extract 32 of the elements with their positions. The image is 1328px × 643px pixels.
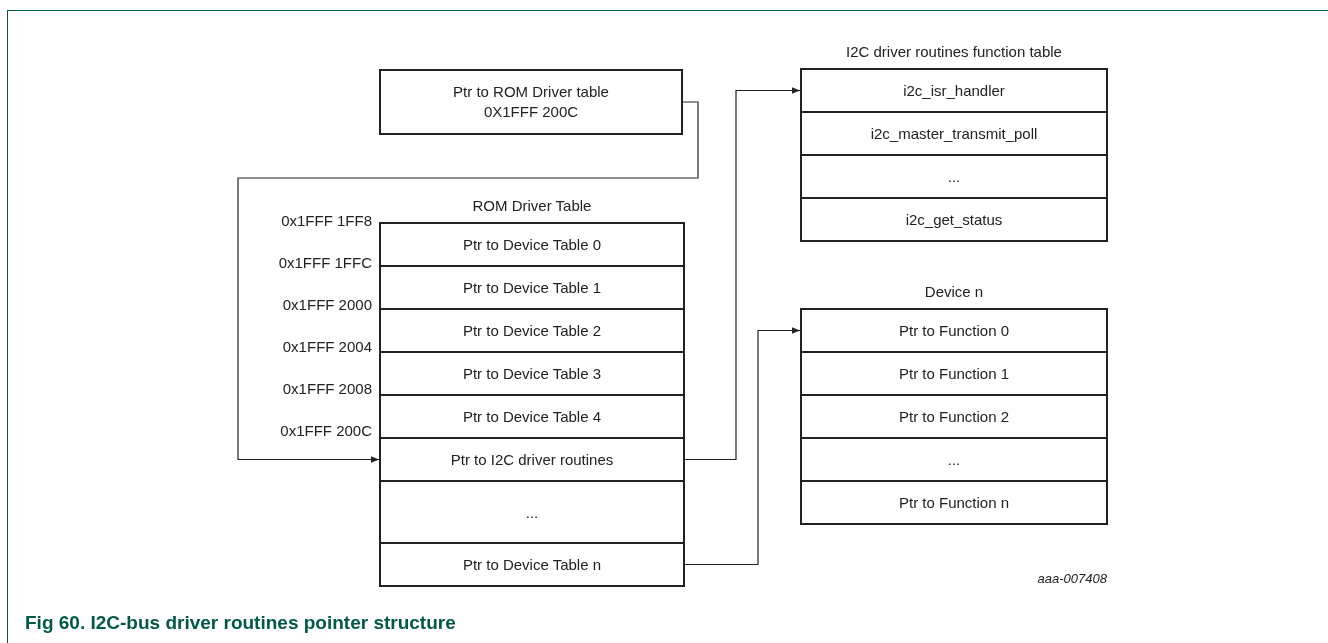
table-row: Ptr to Function 0 <box>800 308 1108 353</box>
table-row: i2c_isr_handler <box>800 68 1108 113</box>
table-row: Ptr to Function 1 <box>800 351 1108 396</box>
table-row: Ptr to Device Table 1 <box>379 265 685 310</box>
figure-id: aaa-007408 <box>1037 571 1107 586</box>
table-row: Ptr to Device Table 0 <box>379 222 685 267</box>
table-row: Ptr to I2C driver routines <box>379 437 685 482</box>
address-label: 0x1FFF 2000 <box>282 296 372 313</box>
figure-caption: Fig 60. I2C-bus driver routines pointer structure <box>25 612 456 634</box>
arrow <box>684 87 801 461</box>
table-row: Ptr to Function 2 <box>800 394 1108 439</box>
table-row: i2c_master_transmit_poll <box>800 111 1108 156</box>
table-row: Ptr to Device Table 3 <box>379 351 685 396</box>
address-label: 0x1FFF 1FF8 <box>281 212 372 229</box>
pointer-box: Ptr to ROM Driver table 0X1FFF 200C <box>379 69 683 135</box>
table-heading: I2C driver routines function table <box>845 42 1063 62</box>
arrow <box>237 101 699 463</box>
table-row: Ptr to Function n <box>800 480 1108 525</box>
table-row: ... <box>379 480 685 544</box>
table-row: Ptr to Device Table 2 <box>379 308 685 353</box>
table-heading: ROM Driver Table <box>471 196 593 216</box>
table-row: i2c_get_status <box>800 197 1108 242</box>
table-row: ... <box>800 437 1108 482</box>
table-row: Ptr to Device Table n <box>379 542 685 587</box>
address-label: 0x1FFF 2004 <box>282 338 372 355</box>
table-row: Ptr to Device Table 4 <box>379 394 685 439</box>
address-label: 0x1FFF 200C <box>280 422 372 439</box>
table-row: ... <box>800 154 1108 199</box>
table-heading: Device n <box>923 282 985 302</box>
address-label: 0x1FFF 1FFC <box>278 254 372 271</box>
arrow <box>684 327 801 566</box>
address-label: 0x1FFF 2008 <box>282 380 372 397</box>
